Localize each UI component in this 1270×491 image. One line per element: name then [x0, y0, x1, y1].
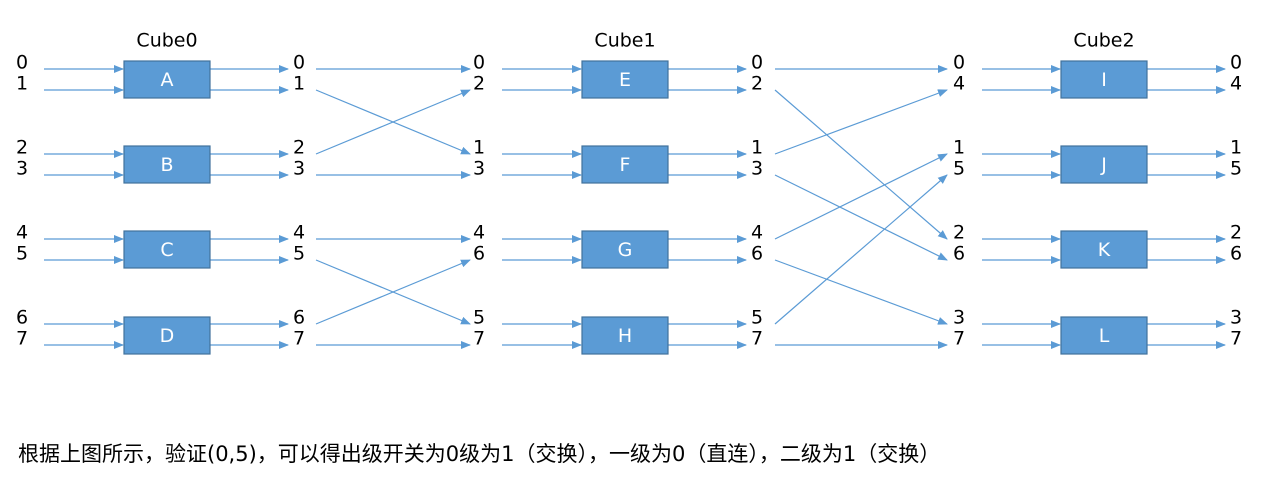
switch-box — [1060, 60, 1148, 99]
switch-box-label: A — [161, 69, 174, 91]
input-port-label: 1 — [473, 137, 485, 159]
input-port-label: 7 — [953, 328, 965, 350]
switch-box-label: F — [620, 154, 631, 176]
input-port-label: 1 — [953, 137, 965, 159]
input-port-label: 3 — [953, 307, 965, 329]
input-port-label: 6 — [16, 307, 28, 329]
input-port-label: 0 — [16, 52, 28, 74]
input-port-label: 5 — [953, 158, 965, 180]
input-port-label: 6 — [953, 243, 965, 265]
switch-box-label: K — [1098, 239, 1111, 261]
switch-box-label: G — [618, 239, 633, 261]
switch-box-label: C — [160, 239, 173, 261]
switch-box — [581, 60, 669, 99]
stage-title: Cube0 — [136, 30, 197, 52]
output-port-label: 0 — [293, 52, 305, 74]
output-port-label: 0 — [751, 52, 763, 74]
output-port-label: 0 — [1230, 52, 1242, 74]
switch-box — [123, 145, 211, 184]
output-port-label: 2 — [751, 73, 763, 95]
shuffle-link — [774, 259, 948, 325]
input-port-label: 0 — [953, 52, 965, 74]
input-port-label: 7 — [473, 328, 485, 350]
input-port-label: 2 — [16, 137, 28, 159]
switch-box-label: I — [1101, 69, 1107, 91]
output-port-label: 1 — [1230, 137, 1242, 159]
output-port-label: 4 — [1230, 73, 1242, 95]
output-port-label: 1 — [293, 73, 305, 95]
input-port-label: 7 — [16, 328, 28, 350]
input-port-label: 5 — [473, 307, 485, 329]
input-port-label: 4 — [473, 222, 485, 244]
output-port-label: 7 — [751, 328, 763, 350]
output-port-label: 5 — [751, 307, 763, 329]
switch-box-label: B — [160, 154, 173, 176]
output-port-label: 5 — [1230, 158, 1242, 180]
input-port-label: 3 — [16, 158, 28, 180]
input-port-label: 3 — [473, 158, 485, 180]
output-port-label: 6 — [751, 243, 763, 265]
input-port-label: 1 — [16, 73, 28, 95]
switch-box-label: E — [619, 69, 631, 91]
input-port-label: 5 — [16, 243, 28, 265]
switch-box — [123, 60, 211, 99]
output-port-label: 6 — [293, 307, 305, 329]
switch-box-label: H — [618, 325, 632, 347]
switch-box-label: J — [1100, 154, 1107, 176]
shuffle-link — [774, 174, 948, 325]
input-port-label: 0 — [473, 52, 485, 74]
switch-box — [123, 316, 211, 355]
stage-title: Cube1 — [594, 30, 655, 52]
output-port-label: 5 — [293, 243, 305, 265]
shuffle-link — [774, 89, 948, 240]
conclusion-caption: 根据上图所示，验证(0,5)，可以得出级开关为0级为1（交换），一级为0（直连）… — [18, 442, 941, 466]
output-port-label: 2 — [1230, 222, 1242, 244]
output-port-label: 2 — [293, 137, 305, 159]
switch-box — [1060, 230, 1148, 269]
switch-box-label: D — [160, 325, 175, 347]
switch-box — [581, 230, 669, 269]
switch-box — [581, 145, 669, 184]
input-port-label: 2 — [473, 73, 485, 95]
output-port-label: 3 — [1230, 307, 1242, 329]
shuffle-link — [774, 89, 948, 155]
switch-box — [1060, 145, 1148, 184]
shuffle-link — [315, 89, 471, 155]
output-port-label: 6 — [1230, 243, 1242, 265]
output-port-label: 7 — [1230, 328, 1242, 350]
switch-box — [123, 230, 211, 269]
stage-title: Cube2 — [1073, 30, 1134, 52]
input-port-label: 4 — [953, 73, 965, 95]
input-port-label: 6 — [473, 243, 485, 265]
switch-box — [1060, 316, 1148, 355]
output-port-label: 3 — [751, 158, 763, 180]
output-port-label: 3 — [293, 158, 305, 180]
output-port-label: 1 — [751, 137, 763, 159]
switch-box-label: L — [1099, 325, 1110, 347]
shuffle-link — [315, 259, 471, 325]
input-port-label: 4 — [16, 222, 28, 244]
output-port-label: 7 — [293, 328, 305, 350]
shuffle-link — [774, 153, 948, 240]
input-port-label: 2 — [953, 222, 965, 244]
output-port-label: 4 — [293, 222, 305, 244]
shuffle-link — [774, 174, 948, 261]
output-port-label: 4 — [751, 222, 763, 244]
switch-box — [581, 316, 669, 355]
